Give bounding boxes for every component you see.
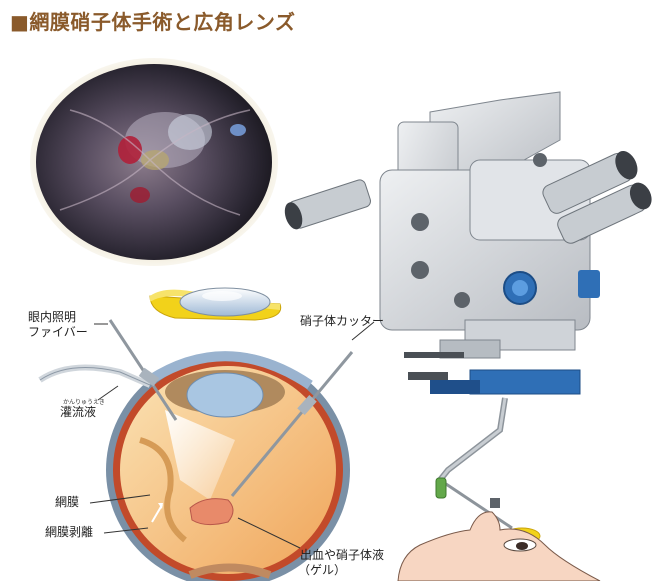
leader-lines	[89, 321, 375, 549]
hemorrhage-label-line1: 出血や硝子体液	[300, 548, 385, 562]
perfusion-label: 灌流液	[60, 405, 97, 419]
patient-face	[397, 511, 601, 581]
perfusion-ruby: かんりゅうえき	[63, 399, 105, 406]
eye-cross-section	[106, 351, 350, 581]
wide-angle-lens	[149, 287, 282, 321]
cutter-label: 硝子体カッター	[300, 314, 385, 328]
retina-label: 網膜	[55, 495, 80, 509]
surgical-microscope	[284, 91, 652, 545]
fundus-photo	[30, 58, 278, 266]
detachment-label: 網膜剥離	[45, 525, 94, 539]
fiber-label-line1: 眼内照明	[28, 310, 77, 324]
fiber-label-line2: ファイバー	[28, 325, 88, 339]
hemorrhage-label-line2: （ゲル）	[298, 563, 347, 577]
surgical-instruments	[38, 319, 354, 497]
page-title: ■網膜硝子体手術と広角レンズ	[10, 10, 296, 34]
